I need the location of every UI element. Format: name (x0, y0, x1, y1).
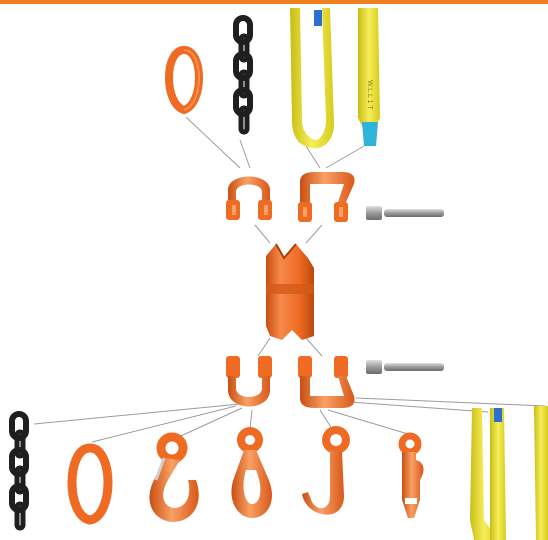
yellow-flat-sling-bottom (534, 406, 548, 540)
sling-tag-label: W.L.L 1 T (366, 80, 373, 110)
black-chain-bottom (12, 414, 26, 528)
eye-sling-hook (149, 437, 198, 522)
sling-connector-clevis-top (298, 172, 355, 222)
yellow-flat-sling-top: W.L.L 1 T (358, 8, 380, 146)
u-connector-clevis-top (226, 177, 272, 221)
yellow-round-sling-bottom (470, 408, 506, 540)
eye-self-locking-hook (231, 431, 272, 518)
eye-foundry-hook (302, 430, 346, 515)
sling-connector-clevis-bottom (298, 356, 355, 408)
central-swivel-body (266, 244, 314, 340)
yellow-round-sling-top (290, 8, 334, 148)
locking-pin-top (366, 206, 444, 220)
black-chain-top (236, 18, 250, 132)
eye-grab-hook (402, 436, 423, 518)
locking-pin-bottom (366, 360, 444, 374)
oblong-master-link-bottom (72, 448, 108, 520)
u-connector-clevis-bottom (226, 356, 272, 407)
oblong-master-link-top (169, 50, 199, 110)
